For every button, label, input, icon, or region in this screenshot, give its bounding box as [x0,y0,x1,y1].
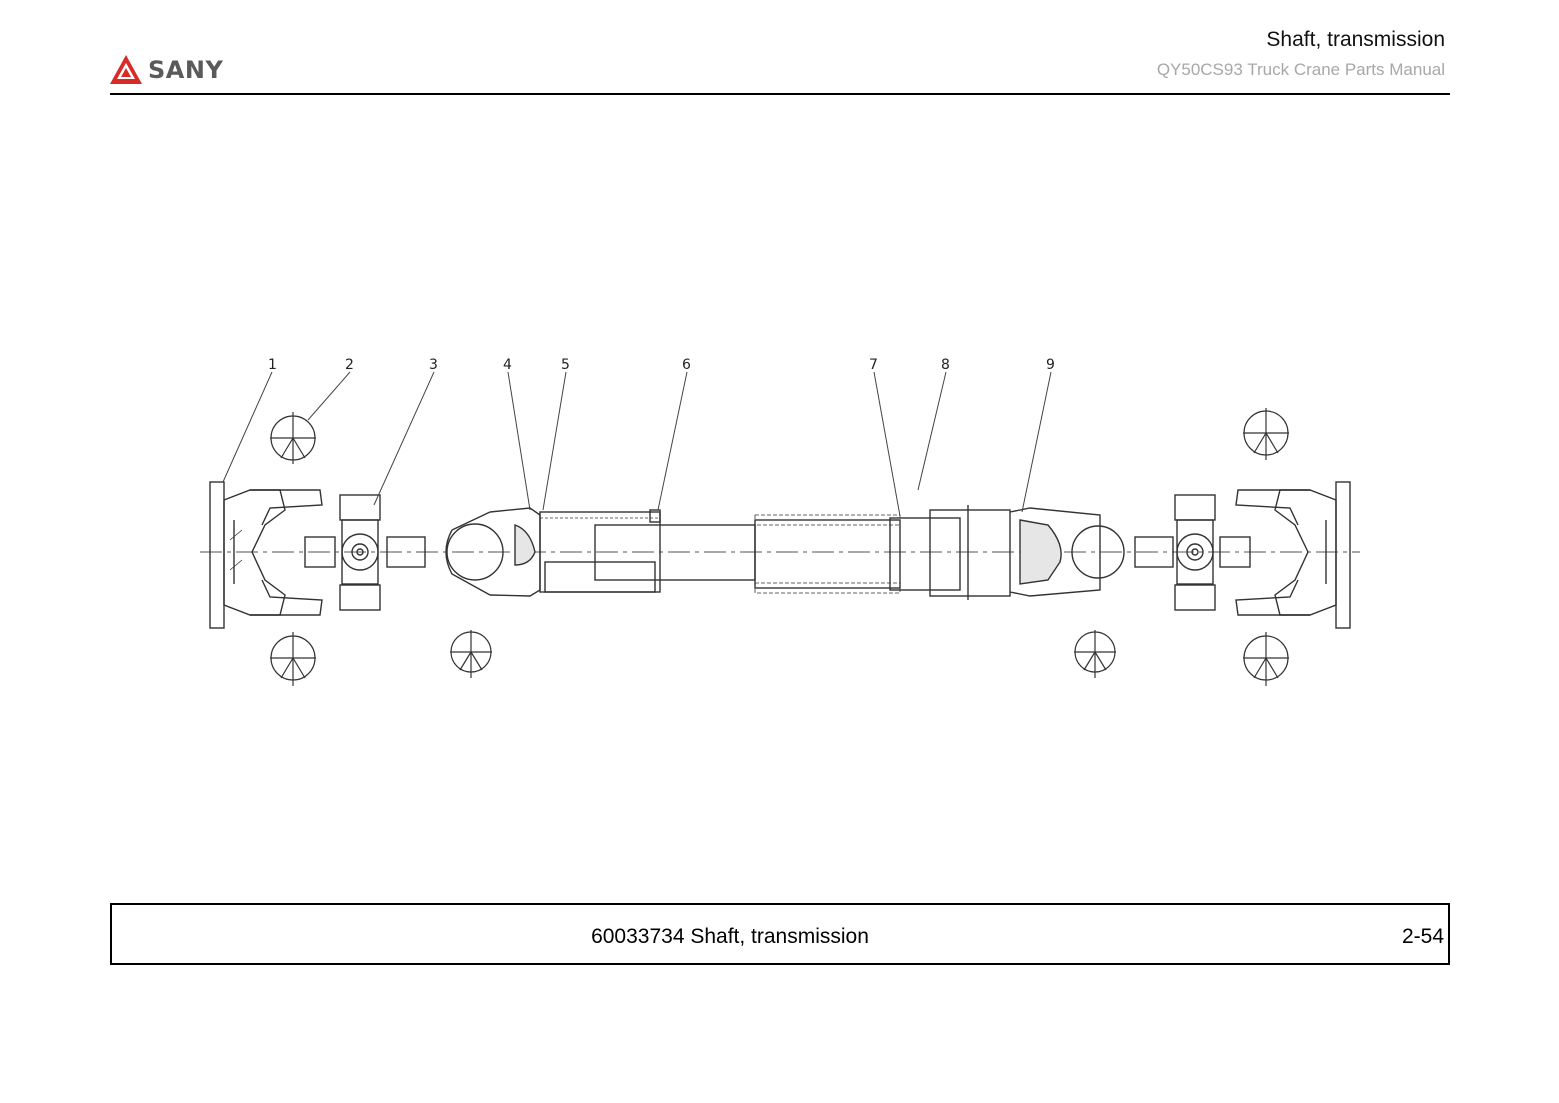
page-number: 2-54 [1401,925,1444,948]
shaft-tube [754,505,1011,600]
detail-view-bottom-4 [1243,632,1289,686]
figure-caption-box: 60033734 Shaft, transmission 2-54 [110,903,1450,965]
detail-view-bottom-2 [450,630,492,678]
callout-leaders [222,371,1052,517]
callout-4: 4 [503,357,512,373]
transmission-shaft-drawing: 1 2 3 4 5 6 7 8 9 [200,357,1360,686]
detail-view-top-1 [270,412,316,464]
callout-1: 1 [268,357,277,373]
logo-wordmark: SANY [148,56,224,84]
figure-caption: 60033734 Shaft, transmission [591,925,869,948]
manual-subtitle: QY50CS93 Truck Crane Parts Manual [1156,60,1445,79]
callout-labels: 1 2 3 4 5 6 7 8 9 [268,357,1055,373]
left-flange-yoke [209,481,323,629]
callout-5: 5 [561,357,570,373]
right-universal-joint-cross [1134,494,1251,611]
left-universal-joint-cross [304,494,426,611]
detail-view-bottom-1 [270,632,316,686]
callout-8: 8 [941,357,950,373]
bolt-circle-views [270,408,1289,686]
header-divider [110,93,1450,95]
callout-2: 2 [345,357,354,373]
callout-3: 3 [429,357,438,373]
detail-view-top-2 [1243,408,1289,460]
welded-yoke [1009,507,1125,597]
sany-logo-mark [110,55,142,84]
spline-shaft [539,509,756,593]
page-title: Shaft, transmission [1266,28,1445,51]
detail-view-bottom-3 [1074,630,1116,678]
sany-logo [110,55,142,84]
callout-9: 9 [1046,357,1055,373]
callout-7: 7 [869,357,878,373]
sliding-yoke [445,507,541,597]
right-flange-yoke [1235,481,1351,629]
callout-6: 6 [682,357,691,373]
